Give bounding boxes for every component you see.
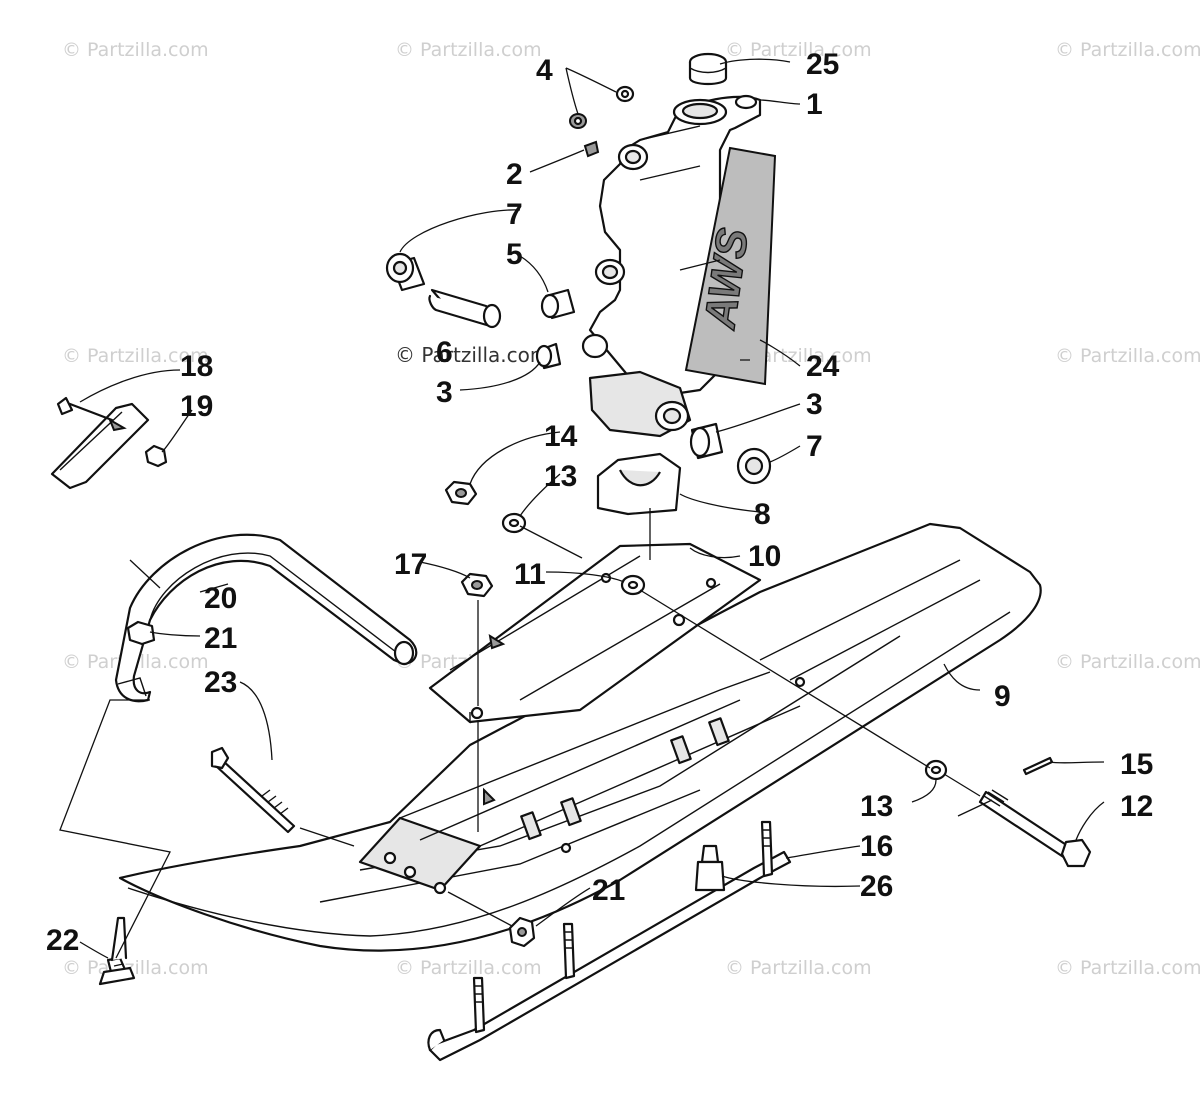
callout-20: 20 (204, 582, 237, 615)
small-parts (98, 52, 1092, 986)
watermark: © Partzilla.com (395, 39, 542, 61)
callout-3: 3 (436, 376, 453, 409)
ski (118, 522, 1042, 952)
watermark: © Partzilla.com (62, 39, 209, 61)
callouts: 1 2 3 3 4 5 6 7 7 8 9 10 11 12 13 13 14 … (46, 48, 1153, 957)
callout-7: 7 (806, 430, 823, 463)
callout-8: 8 (754, 498, 771, 531)
callout-2: 2 (506, 158, 523, 191)
callout-14: 14 (544, 420, 578, 453)
callout-17: 17 (394, 548, 427, 581)
watermark: © Partzilla.com (62, 957, 209, 979)
callout-22: 22 (46, 924, 79, 957)
callout-10: 10 (748, 540, 781, 573)
callout-16: 16 (860, 830, 893, 863)
leader-lines (59, 58, 1105, 959)
watermark: © Partzilla.com (1055, 39, 1200, 61)
ski-loop (114, 533, 418, 703)
callout-9: 9 (994, 680, 1011, 713)
callout-19: 19 (180, 390, 213, 423)
callout-24: 24 (806, 350, 840, 383)
callout-7: 7 (506, 198, 523, 231)
callout-13: 13 (544, 460, 577, 493)
wear-bar (427, 820, 792, 1062)
watermark: © Partzilla.com (1055, 957, 1200, 979)
watermark: © Partzilla.com (725, 957, 872, 979)
callout-26: 26 (860, 870, 893, 903)
watermark: © Partzilla.com (395, 957, 542, 979)
callout-21: 21 (204, 622, 237, 655)
callout-12: 12 (1120, 790, 1153, 823)
watermark: © Partzilla.com (1055, 345, 1200, 367)
callout-5: 5 (506, 238, 523, 271)
bracket (50, 396, 168, 490)
callout-6: 6 (436, 336, 453, 369)
watermark: © Partzilla.com (1055, 651, 1200, 673)
callout-1: 1 (806, 88, 823, 121)
callout-3: 3 (806, 388, 823, 421)
callout-23: 23 (204, 666, 237, 699)
callout-21: 21 (592, 874, 625, 907)
callout-4: 4 (536, 54, 553, 87)
watermark: © Partzilla.com (395, 343, 549, 367)
ski-saddle (428, 542, 762, 724)
callout-11: 11 (514, 558, 546, 591)
callout-18: 18 (180, 350, 213, 383)
watermark: © Partzilla.com (725, 39, 872, 61)
watermark: © Partzilla.com (62, 345, 209, 367)
callout-13: 13 (860, 790, 893, 823)
callout-15: 15 (1120, 748, 1153, 781)
callout-25: 25 (806, 48, 839, 81)
